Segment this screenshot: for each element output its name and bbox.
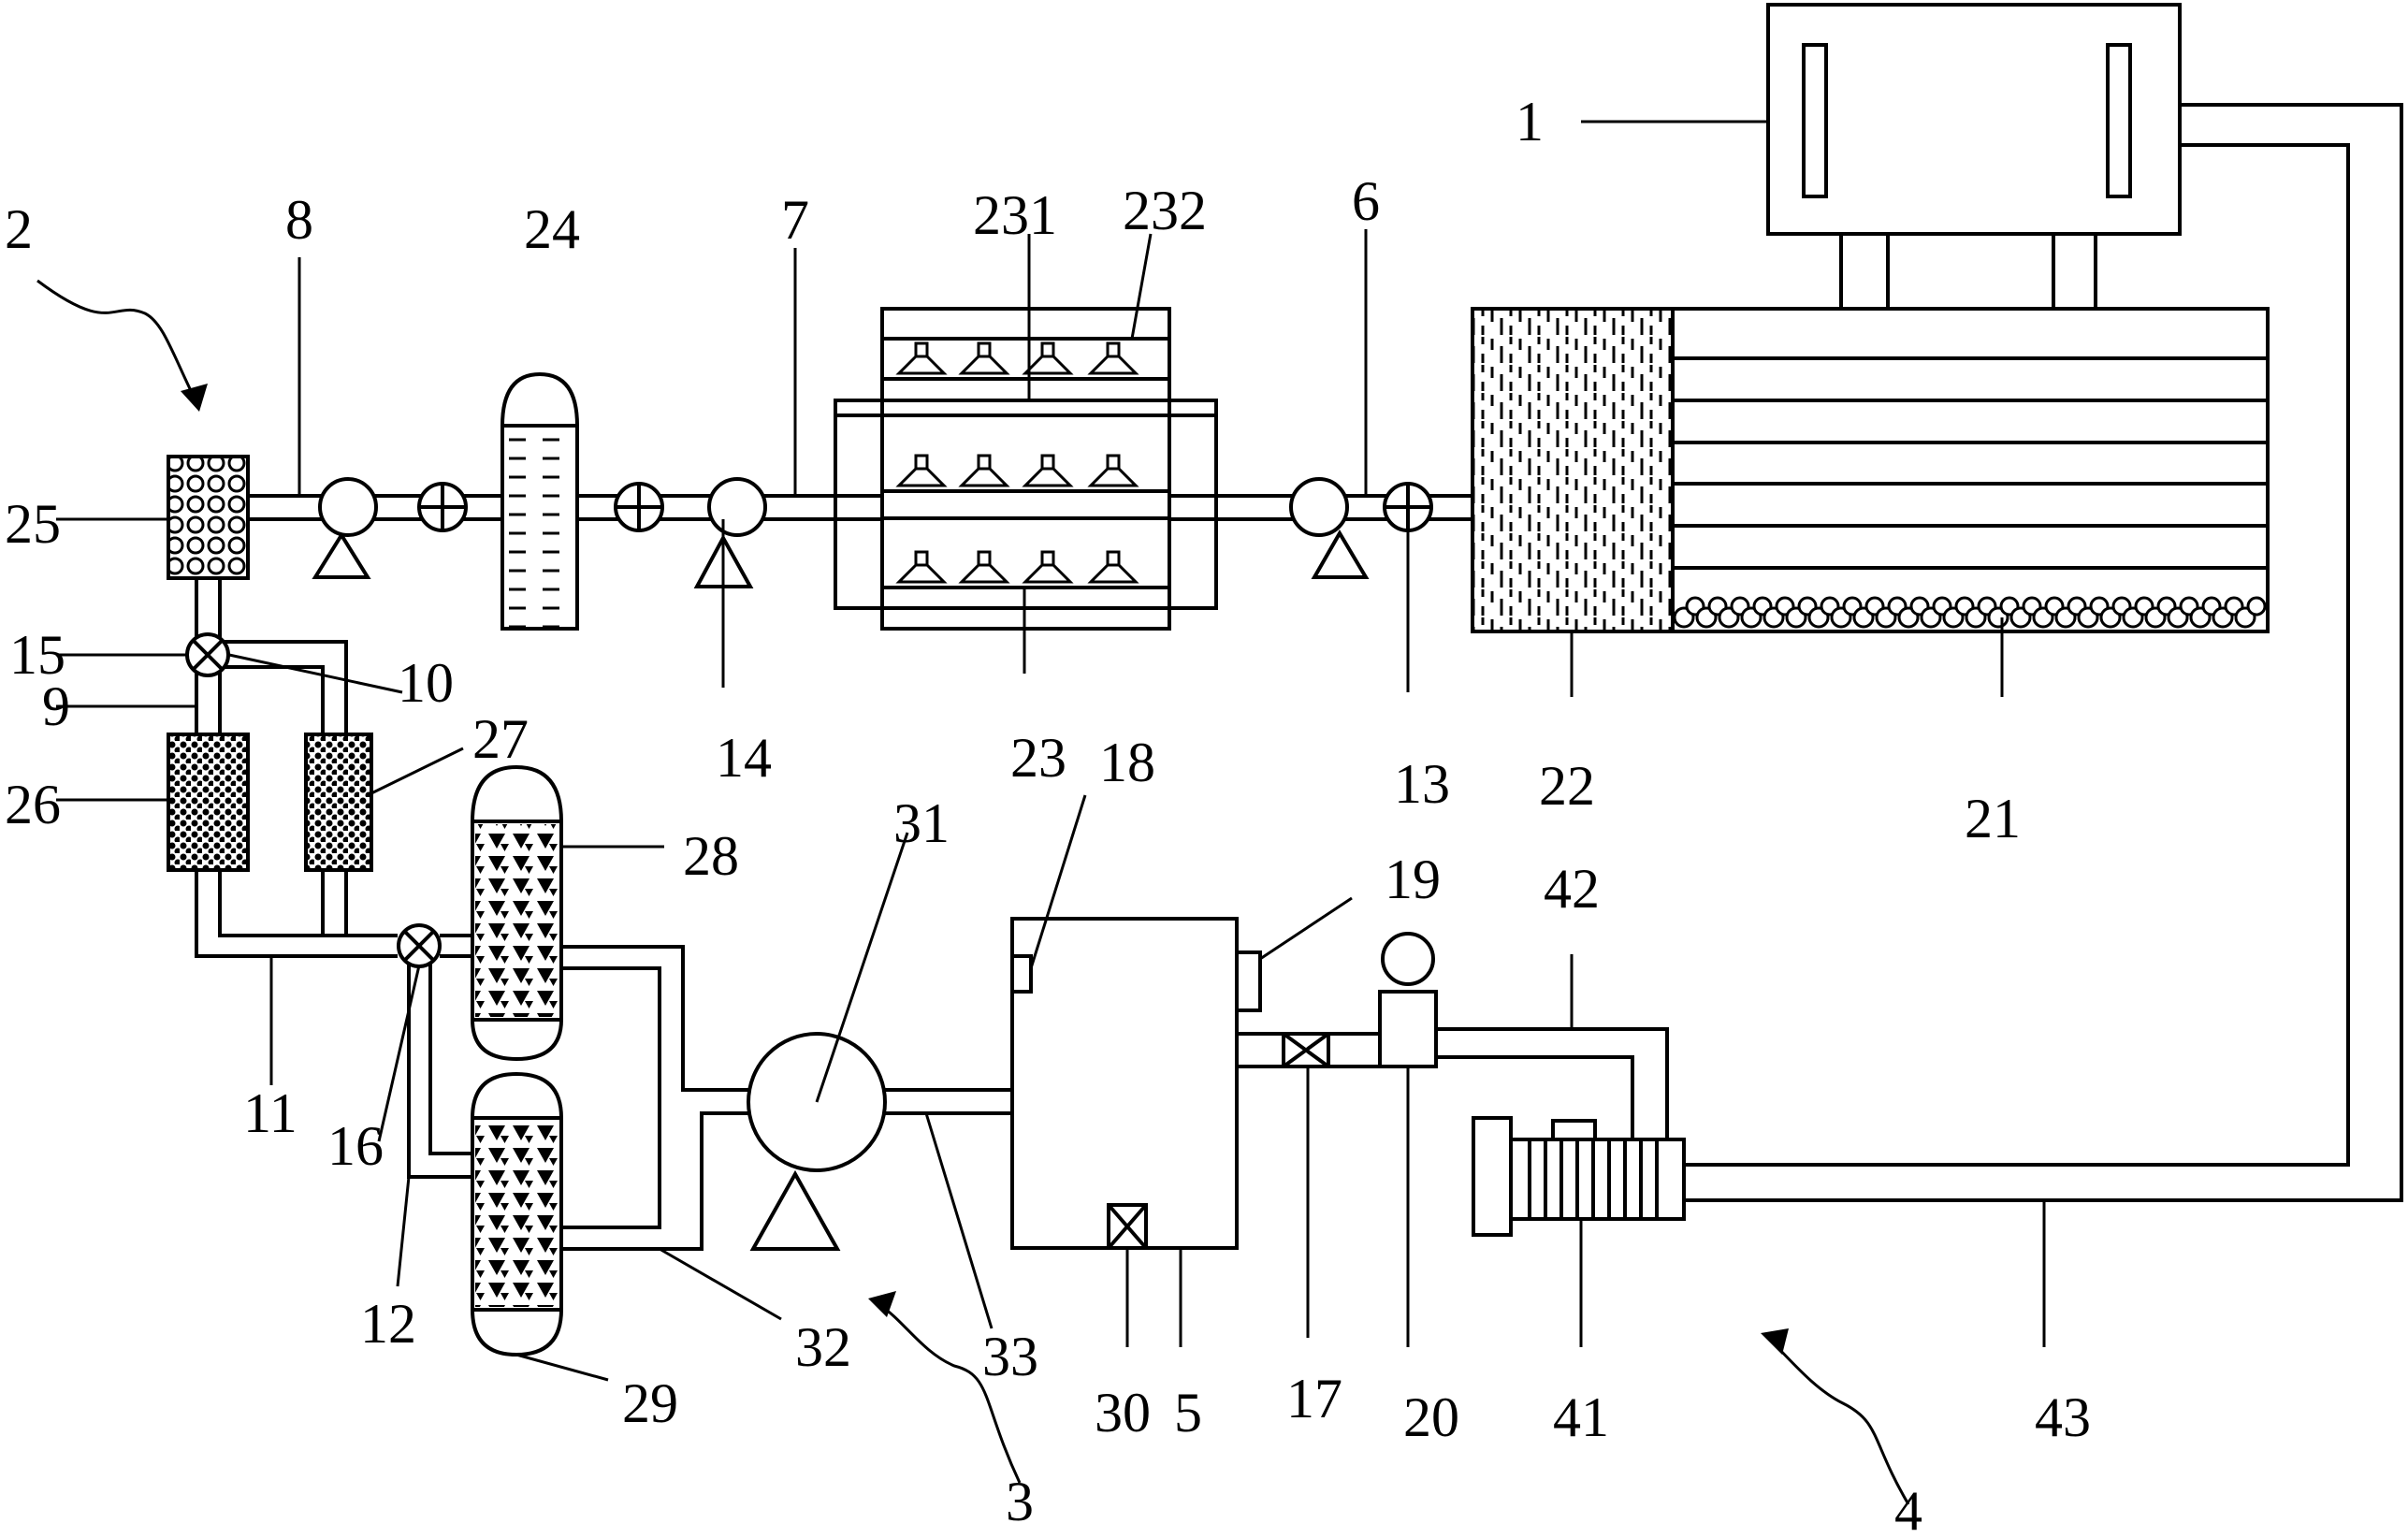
label-31: 31 xyxy=(893,792,950,854)
label-30: 30 xyxy=(1095,1382,1151,1444)
valve-8 xyxy=(417,482,468,532)
label-3: 3 xyxy=(1006,1471,1034,1532)
label-32: 32 xyxy=(795,1316,851,1378)
label-25: 25 xyxy=(5,493,61,555)
callout-labels: 1 2 3 4 5 6 7 8 9 10 11 12 13 14 15 16 1… xyxy=(5,91,2091,1538)
label-5: 5 xyxy=(1174,1382,1202,1444)
label-28: 28 xyxy=(683,825,739,887)
column-28 xyxy=(471,764,563,1062)
valve-13 xyxy=(1383,482,1433,532)
component-1-box xyxy=(1766,3,2182,311)
valve-15 xyxy=(185,632,230,677)
column-24 xyxy=(500,371,579,631)
label-29: 29 xyxy=(622,1372,678,1434)
label-41: 41 xyxy=(1553,1386,1609,1448)
label-42: 42 xyxy=(1544,858,1600,920)
label-17: 17 xyxy=(1286,1368,1342,1429)
pump-31 xyxy=(747,1032,887,1251)
valve-left-14 xyxy=(614,482,664,532)
component-20 xyxy=(1378,932,1438,1068)
label-21: 21 xyxy=(1965,788,2021,849)
label-6: 6 xyxy=(1352,170,1380,232)
label-1: 1 xyxy=(1516,91,1544,152)
pipe-33 xyxy=(885,1088,1012,1115)
label-13: 13 xyxy=(1394,753,1450,815)
label-232: 232 xyxy=(1123,180,1207,241)
arrow-2 xyxy=(36,279,208,412)
label-2: 2 xyxy=(5,198,33,260)
pipe-17-20 xyxy=(1237,1032,1380,1068)
label-12: 12 xyxy=(360,1293,416,1355)
label-20: 20 xyxy=(1403,1386,1459,1448)
label-14: 14 xyxy=(716,727,772,789)
label-26: 26 xyxy=(5,774,61,835)
spray-unit-23 xyxy=(834,307,1218,631)
label-27: 27 xyxy=(472,708,529,770)
tank-5 xyxy=(1010,917,1262,1250)
label-43: 43 xyxy=(2035,1386,2091,1448)
pipe-12 xyxy=(407,964,472,1179)
label-16: 16 xyxy=(327,1115,384,1177)
blower-41 xyxy=(1472,1116,1686,1237)
column-29 xyxy=(471,1071,563,1357)
filter-27 xyxy=(304,733,373,872)
label-15: 15 xyxy=(9,624,65,686)
pipe-42 xyxy=(1436,1027,1669,1139)
pipe-11 xyxy=(195,870,472,958)
label-33: 33 xyxy=(982,1326,1038,1387)
label-231: 231 xyxy=(973,184,1057,246)
label-4: 4 xyxy=(1894,1480,1922,1538)
label-10: 10 xyxy=(398,652,454,714)
label-22: 22 xyxy=(1539,755,1595,817)
label-24: 24 xyxy=(524,198,580,260)
label-8: 8 xyxy=(285,189,313,251)
label-19: 19 xyxy=(1385,849,1441,910)
filter-25 xyxy=(167,455,250,580)
valve-16 xyxy=(397,923,442,968)
arrow-4 xyxy=(1761,1328,1910,1505)
tank-21 xyxy=(1471,307,2270,633)
label-18: 18 xyxy=(1099,732,1155,793)
label-7: 7 xyxy=(781,189,809,251)
arrow-3 xyxy=(868,1291,1022,1484)
filter-26 xyxy=(167,733,250,872)
return-pipe-43 xyxy=(1684,103,2403,1202)
label-9: 9 xyxy=(42,675,70,737)
pipe-32 xyxy=(561,945,748,1251)
label-23: 23 xyxy=(1010,727,1066,789)
pump-6 xyxy=(1289,477,1370,579)
leader-lines xyxy=(56,120,2046,1382)
label-11: 11 xyxy=(243,1082,297,1144)
pump-8 xyxy=(312,477,378,579)
